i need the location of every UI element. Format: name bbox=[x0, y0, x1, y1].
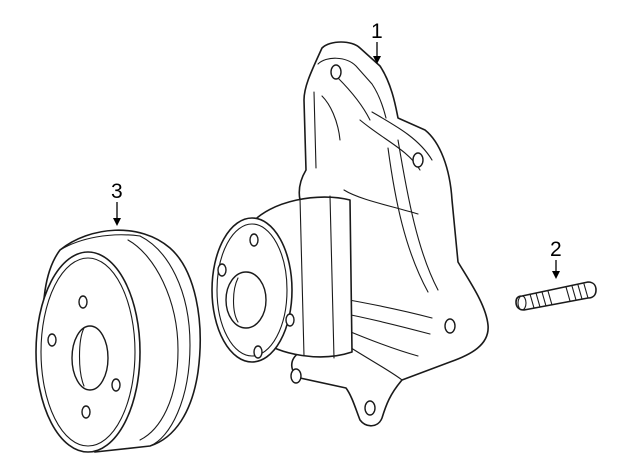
pulley-part bbox=[35, 229, 201, 453]
callout-1: 1 bbox=[371, 20, 383, 64]
callout-2-label: 2 bbox=[550, 238, 562, 261]
water-pump-part bbox=[211, 41, 489, 427]
callout-3: 3 bbox=[111, 180, 123, 226]
callout-2: 2 bbox=[550, 238, 562, 279]
callout-3-label: 3 bbox=[111, 180, 123, 203]
callout-1-label: 1 bbox=[371, 20, 383, 43]
stud-part bbox=[515, 281, 597, 311]
